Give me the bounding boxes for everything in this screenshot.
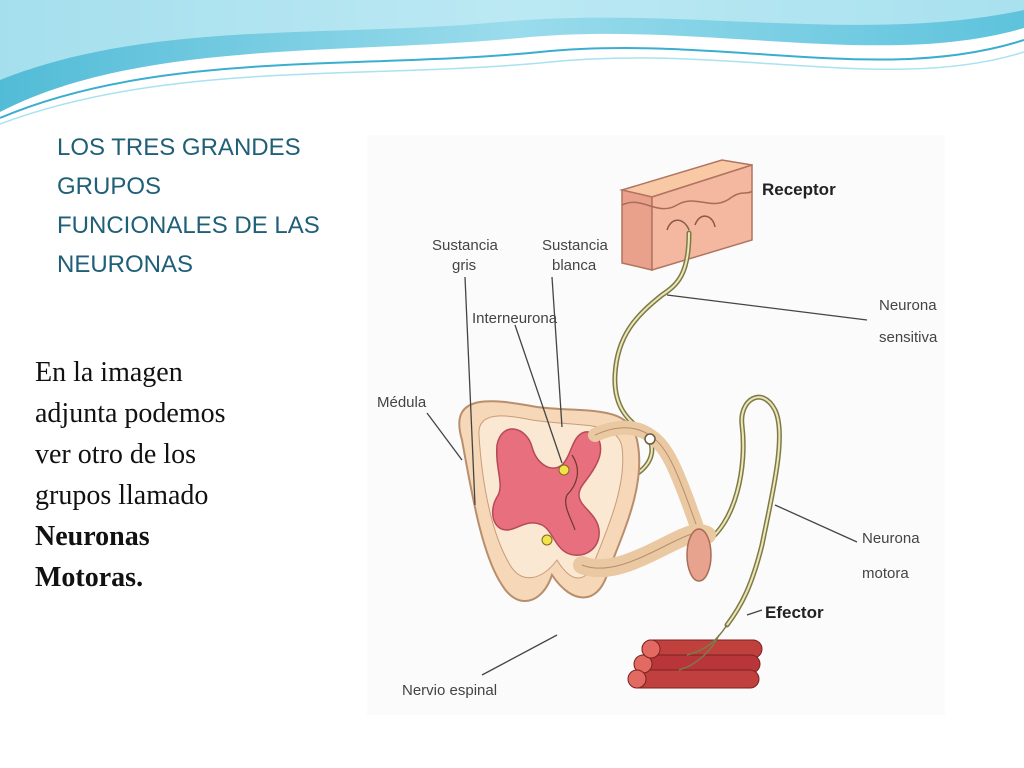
body-text: En la imagen adjunta podemos ver otro de… xyxy=(35,352,335,598)
body-bold-line-2: Motoras. xyxy=(35,562,144,593)
label-sustancia-blanca-2: blanca xyxy=(552,257,597,274)
receptor-skin-block xyxy=(619,159,753,272)
label-medula: Médula xyxy=(377,394,427,411)
label-neurona-motora-2: motora xyxy=(862,565,909,582)
body-line-2: adjunta podemos xyxy=(35,398,226,429)
title-line-4: NEURONAS xyxy=(57,251,194,278)
leader-lines xyxy=(426,276,868,676)
header-wave-decoration xyxy=(0,0,1024,125)
body-line-3: ver otro de los xyxy=(35,439,196,470)
nerve-cut-end xyxy=(686,528,712,582)
label-interneurona: Interneurona xyxy=(472,310,558,327)
medula-cross-section xyxy=(458,400,641,602)
label-sustancia-gris-2: gris xyxy=(452,257,476,274)
body-line-1: En la imagen xyxy=(35,357,183,388)
ganglion-icon xyxy=(644,433,656,445)
interneurona-body xyxy=(558,464,570,476)
sustancia-gris-region xyxy=(491,428,602,556)
label-sustancia-gris-1: Sustancia xyxy=(432,237,499,254)
label-neurona-motora-1: Neurona xyxy=(862,530,920,547)
label-receptor: Receptor xyxy=(762,180,836,199)
slide-title: LOS TRES GRANDES GRUPOS FUNCIONALES DE L… xyxy=(57,128,357,284)
label-nervio-espinal: Nervio espinal xyxy=(402,682,497,699)
motor-neuron-body xyxy=(541,534,553,546)
label-efector: Efector xyxy=(765,603,824,622)
label-sustancia-blanca-1: Sustancia xyxy=(542,237,609,254)
label-neurona-sensitiva-2: sensitiva xyxy=(879,329,938,346)
label-neurona-sensitiva-1: Neurona xyxy=(879,297,937,314)
title-line-1: LOS TRES GRANDES xyxy=(57,134,301,161)
body-line-4: grupos llamado xyxy=(35,480,209,511)
title-line-2: GRUPOS xyxy=(57,173,162,200)
title-line-3: FUNCIONALES DE LAS xyxy=(57,212,320,239)
body-bold-line-1: Neuronas xyxy=(35,521,150,552)
reflex-arc-diagram: Receptor Sustancia gris Sustancia blanca… xyxy=(367,135,945,715)
efector-muscle-bundle xyxy=(627,624,763,689)
